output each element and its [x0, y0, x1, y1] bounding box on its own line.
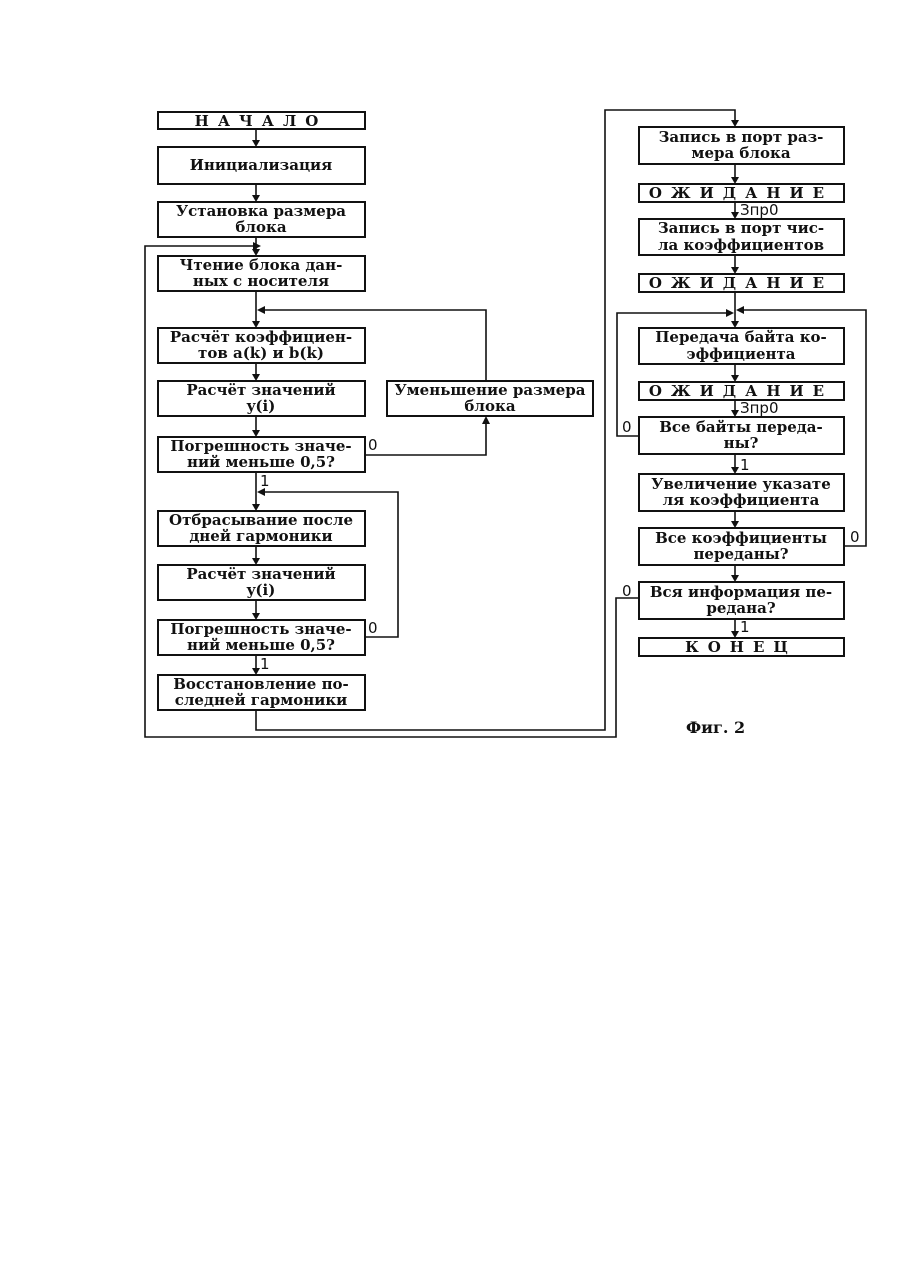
write-coeff-count-line1: Запись в порт чис- — [658, 219, 824, 237]
error-check-1-yes-label: 1 — [260, 472, 270, 490]
error-check-2-yes-label: 1 — [260, 655, 270, 673]
all-info-sent-line2: редана? — [706, 599, 775, 617]
all-info-sent-no-label: 0 — [622, 582, 632, 600]
send-coeff-byte-line1: Передача байта ко- — [655, 328, 827, 346]
set-block-size-line2: блока — [235, 218, 286, 236]
wait-3-signal-label: Зпр0 — [740, 399, 779, 417]
error-check-1-no-label: 0 — [368, 436, 378, 454]
inc-pointer-line2: ля коэффициента — [663, 491, 820, 509]
calc-values-1-line2: y(i) — [246, 397, 276, 415]
drop-harmonic-line2: дней гармоники — [189, 527, 332, 545]
wait-3-label: ОЖИДАНИЕ — [649, 382, 833, 400]
all-bytes-sent-no-label: 0 — [622, 418, 632, 436]
all-coeffs-sent-line2: переданы? — [693, 545, 788, 563]
all-bytes-sent-line2: ны? — [724, 434, 759, 452]
reduce-block-line2: блока — [464, 397, 515, 415]
error-check-2-no-label: 0 — [368, 619, 378, 637]
all-info-sent-yes-label: 1 — [740, 618, 750, 636]
write-block-size-line2: мера блока — [691, 144, 790, 162]
calc-coeffs-line2: тов a(k) и b(k) — [198, 344, 324, 362]
calc-values-2-line2: y(i) — [246, 581, 276, 599]
error-check-2-line2: ний меньше 0,5? — [187, 636, 335, 654]
read-block-line2: ных с носителя — [193, 272, 329, 290]
figure-caption: Фиг. 2 — [686, 718, 745, 737]
restore-harmonic-line2: следней гармоники — [175, 691, 348, 709]
wait-1-label: ОЖИДАНИЕ — [649, 184, 833, 202]
send-coeff-byte-line2: эффициента — [686, 345, 795, 363]
end-label: КОНЕЦ — [685, 638, 797, 656]
loop-read-block — [145, 242, 638, 737]
error-check-1-line2: ний меньше 0,5? — [187, 453, 335, 471]
write-coeff-count-line2: ла коэффициентов — [658, 236, 824, 254]
wait-2-label: ОЖИДАНИЕ — [649, 274, 833, 292]
all-bytes-sent-yes-label: 1 — [740, 456, 750, 474]
start-label: НАЧАЛО — [195, 112, 328, 130]
wait-1-signal-label: Зпр0 — [740, 201, 779, 219]
all-coeffs-sent-no-label: 0 — [850, 528, 860, 546]
init-label: Инициализация — [190, 156, 333, 174]
